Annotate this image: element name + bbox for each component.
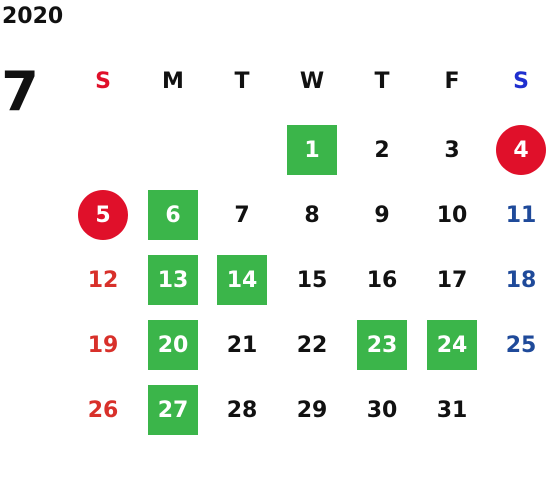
day-cell[interactable]: 29 <box>296 397 328 423</box>
month-number: 7 <box>1 60 39 123</box>
day-cell[interactable]: 15 <box>296 267 328 293</box>
day-cell[interactable]: 17 <box>436 267 468 293</box>
weekday-header: S <box>95 68 111 94</box>
day-cell[interactable]: 30 <box>366 397 398 423</box>
weekday-header: M <box>162 68 184 94</box>
day-cell[interactable]: 2 <box>374 137 390 163</box>
day-cell[interactable]: 25 <box>505 332 537 358</box>
day-cell[interactable]: 24 <box>427 320 477 370</box>
weekday-header: W <box>299 68 325 94</box>
day-cell[interactable]: 6 <box>148 190 198 240</box>
weekday-header: F <box>444 68 460 94</box>
day-cell[interactable]: 11 <box>505 202 537 228</box>
weekday-header: T <box>374 68 390 94</box>
day-cell[interactable]: 23 <box>357 320 407 370</box>
day-cell[interactable]: 26 <box>87 397 119 423</box>
day-cell[interactable]: 13 <box>148 255 198 305</box>
day-cell[interactable]: 14 <box>217 255 267 305</box>
day-cell[interactable]: 5 <box>78 190 128 240</box>
day-cell[interactable]: 20 <box>148 320 198 370</box>
day-cell[interactable]: 28 <box>226 397 258 423</box>
day-cell[interactable]: 16 <box>366 267 398 293</box>
day-cell[interactable]: 10 <box>436 202 468 228</box>
day-cell[interactable]: 4 <box>496 125 546 175</box>
day-cell[interactable]: 12 <box>87 267 119 293</box>
day-cell[interactable]: 21 <box>226 332 258 358</box>
day-cell[interactable]: 22 <box>296 332 328 358</box>
day-cell[interactable]: 31 <box>436 397 468 423</box>
year-label: 2020 <box>2 4 64 29</box>
day-cell[interactable]: 8 <box>304 202 320 228</box>
day-cell[interactable]: 27 <box>148 385 198 435</box>
weekday-header: T <box>234 68 250 94</box>
day-cell[interactable]: 18 <box>505 267 537 293</box>
day-cell[interactable]: 9 <box>374 202 390 228</box>
day-cell[interactable]: 7 <box>234 202 250 228</box>
day-cell[interactable]: 3 <box>444 137 460 163</box>
day-cell[interactable]: 1 <box>287 125 337 175</box>
day-cell[interactable]: 19 <box>87 332 119 358</box>
weekday-header: S <box>513 68 529 94</box>
